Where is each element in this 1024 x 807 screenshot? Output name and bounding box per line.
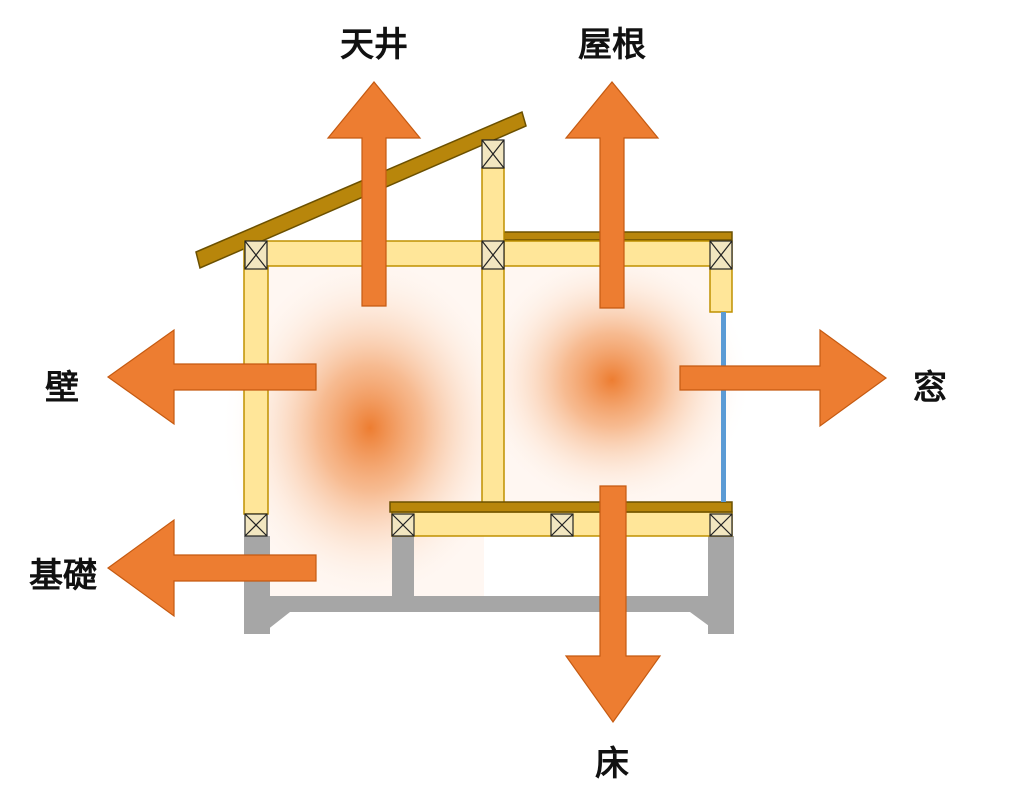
floor-label: 床 [595, 744, 629, 784]
post-joints [244, 139, 733, 537]
center-post [481, 167, 505, 515]
right-room-heat [472, 245, 752, 515]
window-label: 窓 [913, 368, 947, 408]
roof-label: 屋根 [578, 25, 646, 65]
right-short-post [709, 265, 733, 313]
cross-box-icon [244, 240, 268, 270]
ceiling-arrow-icon [326, 81, 422, 307]
window-glass [721, 312, 726, 502]
heat-loss-arrows [106, 81, 888, 724]
cross-box-icon [391, 513, 415, 537]
cross-box-icon [481, 139, 505, 169]
foundation-label: 基礎 [29, 556, 97, 596]
foundation-middle-pier [392, 536, 414, 596]
floor-board [389, 501, 733, 513]
sloped-rafter [195, 110, 527, 270]
cross-box-icon [709, 240, 733, 270]
foundation-arrow-icon [106, 518, 317, 618]
cross-box-icon [550, 513, 574, 537]
roof-arrow-icon [564, 81, 660, 309]
ceiling-label: 天井 [340, 25, 408, 65]
foundation-slab [244, 596, 734, 634]
cross-box-icon [244, 513, 268, 537]
wall-arrow-icon [106, 328, 317, 426]
labels: 天井 屋根 壁 窓 基礎 床 [29, 25, 947, 784]
wall-label: 壁 [45, 368, 79, 408]
cross-box-icon [709, 513, 733, 537]
cross-box-icon [481, 240, 505, 270]
floor-arrow-icon [564, 485, 662, 724]
window-arrow-icon [679, 328, 888, 428]
